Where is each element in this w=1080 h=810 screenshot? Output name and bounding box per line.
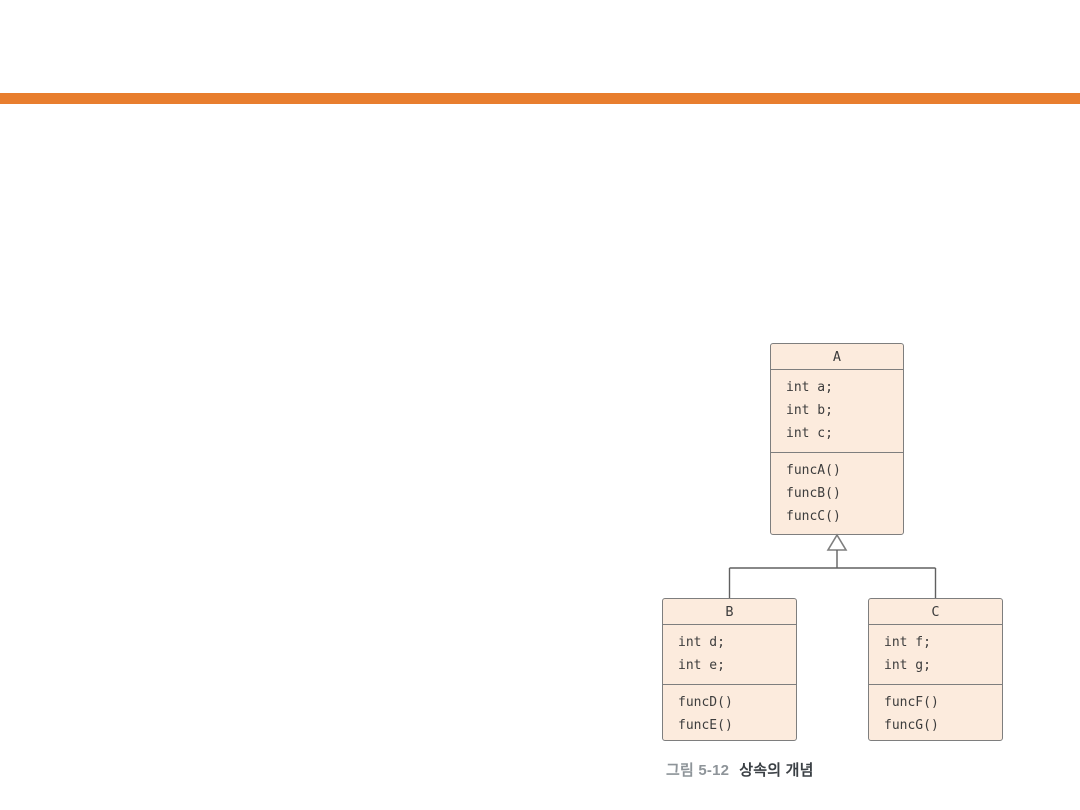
field-line: int c; [786,426,833,441]
method-line: funcB() [786,486,841,501]
field-line: int g; [884,658,931,673]
class-a-name: A [771,344,903,370]
inheritance-connector [728,533,937,599]
class-box-a: A int a; int b; int c; funcA() funcB() f… [770,343,904,535]
class-b-methods: funcD() funcE() [663,685,796,740]
method-line: funcC() [786,509,841,524]
class-c-methods: funcF() funcG() [869,685,1002,740]
class-c-name: C [869,599,1002,625]
field-line: int e; [678,658,725,673]
class-box-c: C int f; int g; funcF() funcG() [868,598,1003,741]
method-line: funcF() [884,695,939,710]
field-line: int b; [786,403,833,418]
method-line: funcG() [884,718,939,733]
class-box-b: B int d; int e; funcD() funcE() [662,598,797,741]
field-line: int a; [786,380,833,395]
method-line: funcD() [678,695,733,710]
inheritance-arrowhead-icon [826,533,848,551]
class-c-fields: int f; int g; [869,625,1002,685]
class-b-fields: int d; int e; [663,625,796,685]
class-a-methods: funcA() funcB() funcC() [771,453,903,534]
class-b-name: B [663,599,796,625]
class-a-fields: int a; int b; int c; [771,370,903,453]
figure-label: 그림 5-12 [666,762,730,779]
field-line: int d; [678,635,725,650]
figure-title: 상속의 개념 [739,762,814,779]
method-line: funcE() [678,718,733,733]
method-line: funcA() [786,463,841,478]
field-line: int f; [884,635,931,650]
slide-accent-bar [0,93,1080,104]
figure-caption: 그림 5-12 상속의 개념 [666,759,814,780]
